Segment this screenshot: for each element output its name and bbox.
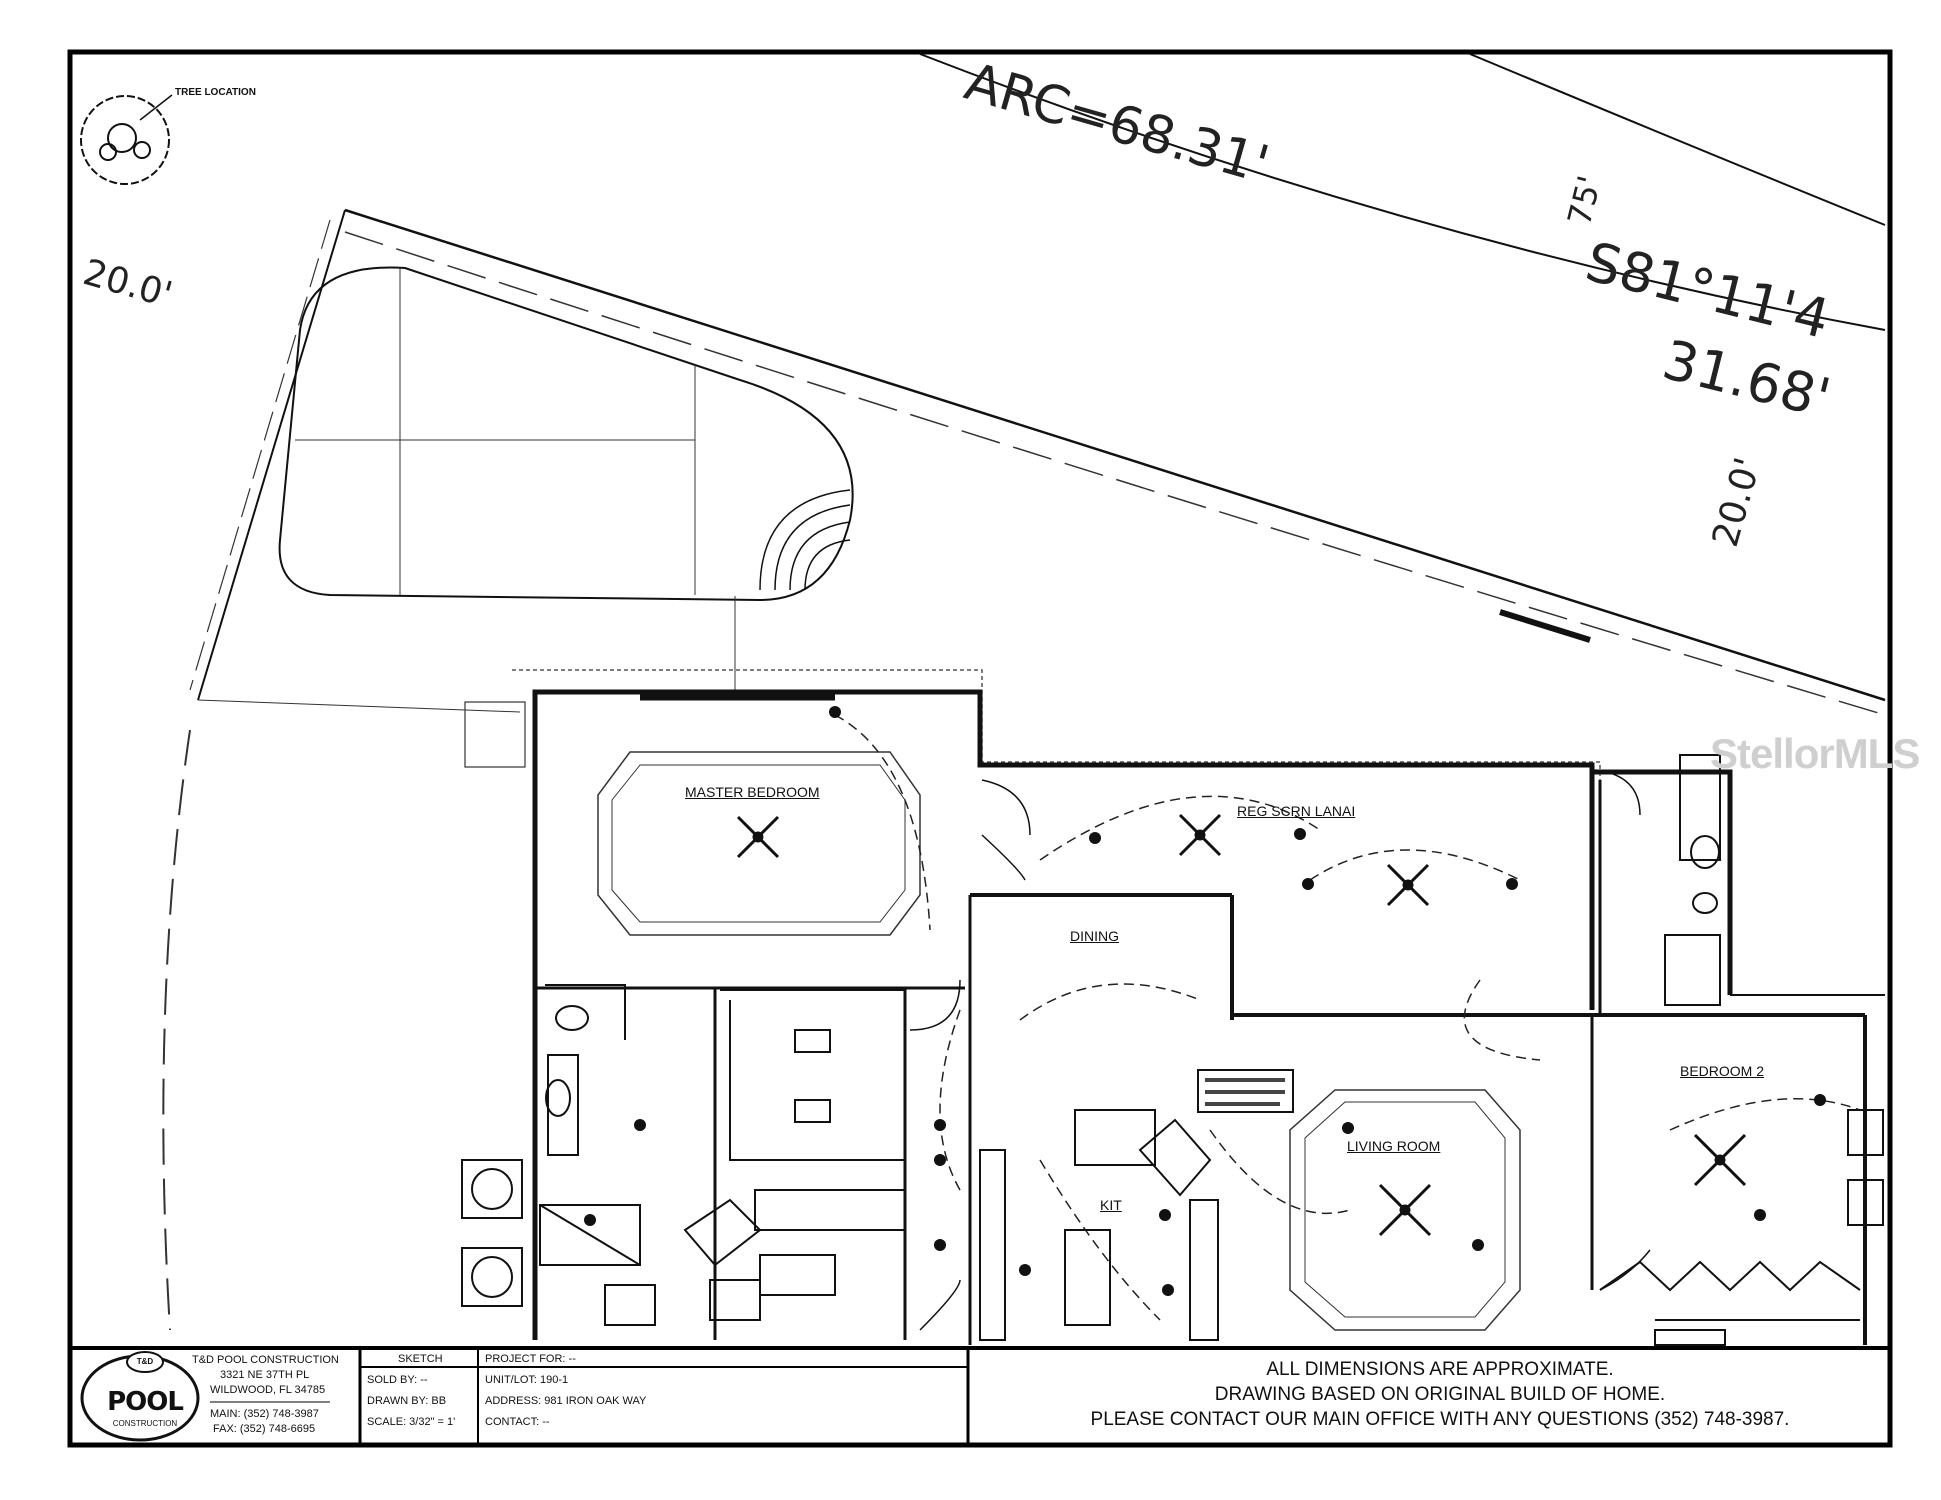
- room-master-bedroom: MASTER BEDROOM: [685, 784, 820, 800]
- sketch-header: SKETCH: [398, 1353, 443, 1365]
- pool-deck-outline: [512, 669, 1601, 1000]
- living-tray-ceiling: [1289, 1089, 1521, 1331]
- company-name: T&D POOL CONSTRUCTION: [192, 1354, 339, 1366]
- company-main-phone: MAIN: (352) 748-3987: [210, 1408, 319, 1420]
- project-contact: CONTACT: --: [485, 1416, 550, 1428]
- company-address-2: WILDWOOD, FL 34785: [210, 1384, 326, 1396]
- property-arc-outer: [919, 53, 1886, 331]
- disclaimer-notice: ALL DIMENSIONS ARE APPROXIMATE. DRAWING …: [970, 1357, 1910, 1432]
- ceiling-fan-bedroom2: [1693, 1133, 1747, 1187]
- room-living: LIVING ROOM: [1347, 1138, 1441, 1154]
- ceiling-fan-lanai-2: [1386, 863, 1430, 907]
- notice-line-1: ALL DIMENSIONS ARE APPROXIMATE.: [1266, 1359, 1614, 1380]
- tree-symbol: [80, 94, 173, 185]
- sketch-scale: SCALE: 3/32" = 1': [367, 1416, 456, 1428]
- electrical-wiring: [834, 714, 1861, 1321]
- sheet-border: [67, 49, 1893, 1448]
- setback-line-left: [189, 219, 331, 691]
- sketch-drawn-by: DRAWN BY: BB: [367, 1395, 447, 1407]
- master-tray-ceiling: [597, 751, 921, 936]
- interior-details: [539, 754, 1884, 1346]
- mls-watermark: StellorMLS: [1710, 730, 1920, 777]
- room-kitchen: KIT: [1100, 1197, 1122, 1213]
- pool-outline: [278, 266, 854, 690]
- notice-line-2: DRAWING BASED ON ORIGINAL BUILD OF HOME.: [1214, 1384, 1666, 1405]
- ceiling-fan-lanai-1: [1178, 813, 1222, 857]
- room-lanai: REG SCRN LANAI: [1237, 803, 1356, 819]
- tree-location-label: TREE LOCATION: [175, 87, 256, 98]
- sketch-sold-by: SOLD BY: --: [367, 1374, 428, 1386]
- property-arc-inner: [1469, 53, 1886, 226]
- light-fixtures: [584, 706, 1826, 1296]
- project-header: PROJECT FOR: --: [485, 1353, 576, 1365]
- logo-word: POOL: [107, 1387, 184, 1417]
- door-swings: [909, 769, 1651, 1331]
- room-bedroom-2: BEDROOM 2: [1680, 1063, 1765, 1079]
- logo-top-text: T&D: [136, 1357, 154, 1366]
- property-line-left: [197, 209, 346, 701]
- project-unit: UNIT/LOT: 190-1: [485, 1374, 569, 1386]
- house-walls: [532, 689, 1885, 1345]
- property-line: [344, 208, 1886, 702]
- room-dining: DINING: [1070, 928, 1119, 944]
- company-address-1: 3321 NE 37TH PL: [220, 1369, 310, 1381]
- title-block: [70, 1346, 1890, 1445]
- logo-subtext: CONSTRUCTION: [112, 1419, 178, 1428]
- ac-units: [461, 1159, 523, 1307]
- curb-arc: [162, 729, 191, 1331]
- note-box: [1197, 1069, 1294, 1113]
- project-address: ADDRESS: 981 IRON OAK WAY: [485, 1395, 647, 1407]
- ceiling-fan-master: [736, 815, 780, 859]
- notice-line-3: PLEASE CONTACT OUR MAIN OFFICE WITH ANY …: [1090, 1409, 1790, 1430]
- company-fax: FAX: (352) 748-6695: [213, 1423, 316, 1435]
- ceiling-fan-living: [1378, 1183, 1432, 1237]
- setback-line: [344, 231, 1886, 716]
